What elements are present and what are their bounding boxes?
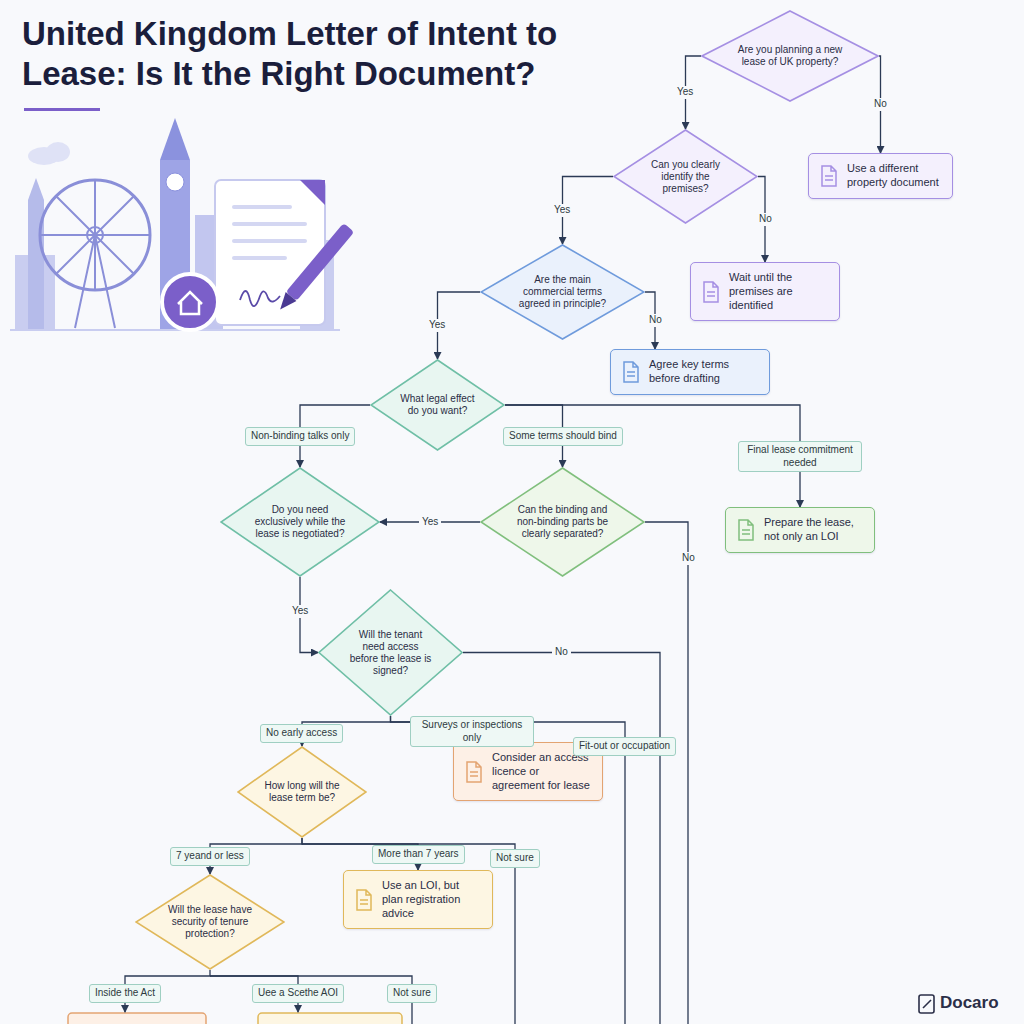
- branch-label: No: [552, 646, 571, 659]
- node-text: Do you need exclusively while the lease …: [252, 504, 348, 540]
- box-icon: [622, 361, 640, 383]
- box-icon-stroke: [739, 520, 753, 540]
- node-text: Will the tenant need access before the l…: [347, 629, 434, 677]
- decision-diamond: Do you need exclusively while the lease …: [220, 467, 380, 577]
- edge-label: Yes: [419, 516, 441, 529]
- node-text: What legal effect do you want?: [397, 393, 478, 417]
- diamond-shape: [614, 130, 757, 223]
- node-text: Can the binding and non-binding parts be…: [513, 504, 612, 540]
- document-lines: [232, 205, 307, 260]
- node-text: Prepare the lease, not only an LOI: [764, 516, 864, 544]
- node-text: Consider an access licence or agreement …: [492, 751, 592, 792]
- cloud: [46, 142, 70, 162]
- process-box: Agree key terms before drafting: [610, 349, 770, 395]
- watermark: Docaro: [940, 993, 999, 1013]
- box-icon-stroke: [624, 362, 638, 382]
- branch-label: No: [679, 552, 698, 565]
- edge-label: No: [646, 314, 665, 327]
- diamond-shape: [481, 245, 644, 339]
- document-corner: [300, 180, 325, 205]
- edge-label: No: [756, 213, 775, 226]
- pen: [275, 223, 355, 314]
- decision-diamond: What legal effect do you want?: [370, 359, 505, 451]
- edge-label: 7 yeand or less: [170, 847, 250, 866]
- edge-label: No: [871, 98, 890, 111]
- branch-label: Not sure: [490, 849, 540, 868]
- decision-diamond: Will the tenant need access before the l…: [318, 589, 463, 716]
- process-box: Wait until the premises are identified: [690, 262, 840, 321]
- decision-diamond: Will the lease have security of tenure p…: [135, 874, 285, 970]
- tower-roof: [28, 178, 44, 200]
- edge-label: Yes: [289, 605, 311, 618]
- decision-diamond: Can the binding and non-binding parts be…: [480, 467, 645, 577]
- box-icon-stroke: [467, 762, 481, 782]
- decision-diamond: Can you clearly identify the premises?: [613, 129, 758, 224]
- edge-label: Some terms should bind: [503, 427, 623, 446]
- process-box: Use a different property document: [808, 153, 953, 199]
- box-icon: [737, 519, 755, 541]
- house-icon: [178, 292, 202, 314]
- ground-line: [10, 329, 340, 331]
- node-text: Are the main commercial terms agreed in …: [513, 274, 612, 310]
- node-text: Use an LOI, but plan registration advice: [382, 879, 482, 920]
- box-icon-stroke: [357, 890, 371, 910]
- leader-line: [210, 976, 412, 1024]
- node-text: Can you clearly identify the premises?: [642, 159, 729, 195]
- ferris-wheel: [40, 180, 150, 328]
- edge-label: Final lease commitment needed: [738, 441, 862, 472]
- diamond-shape: [481, 468, 644, 576]
- diamond-shape: [319, 590, 462, 715]
- decision-diamond: Are you planning a new lease of UK prope…: [701, 10, 879, 102]
- diamond-shape: [221, 468, 379, 576]
- box-icon: [820, 165, 838, 187]
- decision-diamond: Are the main commercial terms agreed in …: [480, 244, 645, 340]
- leader-line: [645, 522, 688, 1024]
- leader-line: [463, 653, 660, 1024]
- process-box: Use an LOI, but plan registration advice: [343, 870, 493, 929]
- branch-label: Not sure: [387, 984, 437, 1003]
- title-underline: [24, 108, 100, 111]
- branch-label: Inside the Act: [89, 984, 161, 1003]
- partial-box: [68, 1013, 206, 1024]
- diamond-shape: [238, 747, 366, 837]
- title: United Kingdom Letter of Intent to Lease…: [22, 14, 642, 93]
- partial-box: [258, 1013, 402, 1024]
- edge-label: Yes: [426, 319, 448, 332]
- node-text: Use a different property document: [847, 162, 942, 190]
- node-text: How long will the lease term be?: [263, 780, 341, 804]
- signature: [240, 291, 280, 306]
- edge-label: No early access: [260, 724, 343, 743]
- edge-label: Yes: [551, 204, 573, 217]
- node-text: Agree key terms before drafting: [649, 358, 759, 386]
- clock-face: [166, 173, 184, 191]
- diamond-shape: [371, 360, 504, 450]
- edge-label: More than 7 years: [372, 845, 465, 864]
- watermark-icon: [919, 995, 934, 1013]
- node-text: Will the lease have security of tenure p…: [165, 904, 255, 940]
- box-icon: [355, 889, 373, 911]
- box-icon-stroke: [704, 282, 718, 302]
- edge-label: Non-binding talks only: [245, 427, 355, 446]
- document: [215, 180, 325, 325]
- house-badge: [162, 274, 218, 330]
- node-text: Are you planning a new lease of UK prope…: [737, 44, 844, 68]
- branch-label: Uee a Scethe AOI: [252, 984, 344, 1003]
- edge-label: Surveys or inspections only: [410, 716, 534, 747]
- node-text: Wait until the premises are identified: [729, 271, 829, 312]
- diamond-shape: [136, 875, 284, 969]
- process-box: Prepare the lease, not only an LOI: [725, 507, 875, 553]
- edge-label: Yes: [674, 86, 696, 99]
- box-icon-stroke: [822, 166, 836, 186]
- box-icon: [465, 761, 483, 783]
- decision-diamond: How long will the lease term be?: [237, 746, 367, 838]
- diamond-shape: [702, 11, 878, 101]
- clock-tower-spire: [160, 118, 190, 160]
- box-icon: [702, 281, 720, 303]
- branch-label: Fit-out or occupation: [573, 737, 676, 756]
